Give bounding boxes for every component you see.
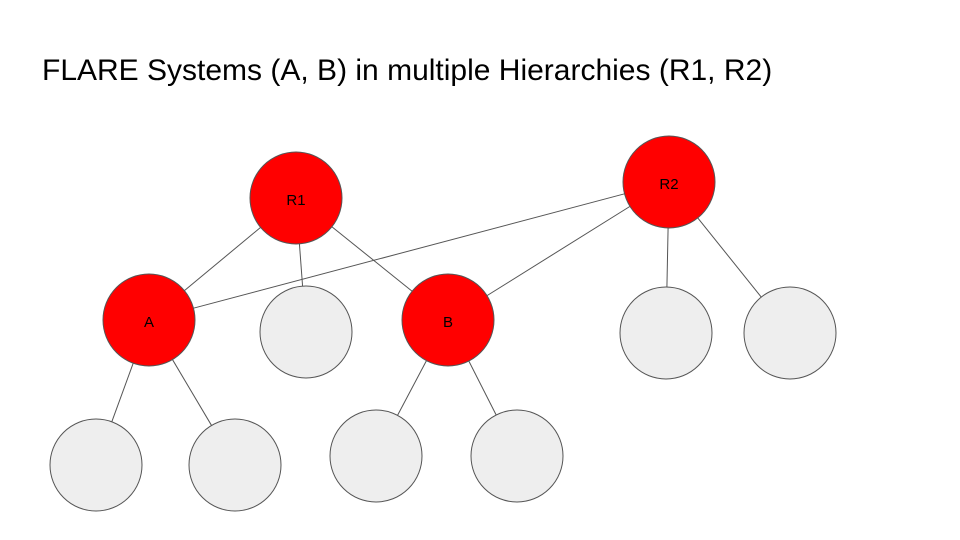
edge-a-ac1	[111, 363, 134, 422]
node-circle-ac1	[49, 418, 143, 512]
node-label-r2: R2	[659, 176, 678, 193]
node-circle-b	[401, 273, 495, 367]
node-bc1	[329, 409, 423, 503]
node-b: B	[401, 273, 495, 367]
slide-title: FLARE Systems (A, B) in multiple Hierarc…	[42, 54, 773, 87]
node-ac1	[49, 418, 143, 512]
node-circle-bc2	[470, 409, 564, 503]
node-label-r1: R1	[286, 192, 305, 209]
nodes-layer: R1 R2A B	[49, 135, 837, 512]
node-circle-r1c	[259, 285, 353, 379]
node-circle-r2c1	[619, 286, 713, 380]
edge-r2-b	[486, 205, 631, 297]
node-bc2	[470, 409, 564, 503]
node-ac2	[188, 418, 282, 512]
node-r2: R2	[622, 135, 716, 229]
edge-r1-b	[331, 226, 413, 292]
node-label-a: A	[144, 314, 154, 331]
edge-r2-a	[193, 193, 625, 309]
node-r2c1	[619, 286, 713, 380]
node-r1c	[259, 285, 353, 379]
node-a: A	[102, 273, 196, 367]
edge-a-ac2	[172, 359, 212, 426]
edge-r1-a	[184, 226, 261, 292]
node-label-b: B	[443, 314, 453, 331]
node-circle-r1	[249, 151, 343, 245]
edge-b-bc2	[468, 360, 497, 416]
node-r1: R1	[249, 151, 343, 245]
node-circle-ac2	[188, 418, 282, 512]
edge-r2-r2c2	[697, 217, 762, 298]
node-r2c2	[743, 286, 837, 380]
node-circle-a	[102, 273, 196, 367]
node-circle-bc1	[329, 409, 423, 503]
node-circle-r2c2	[743, 286, 837, 380]
edge-b-bc1	[397, 360, 427, 416]
node-circle-r2	[622, 135, 716, 229]
edge-r2-r2c1	[666, 227, 669, 288]
edges-layer	[111, 193, 762, 426]
